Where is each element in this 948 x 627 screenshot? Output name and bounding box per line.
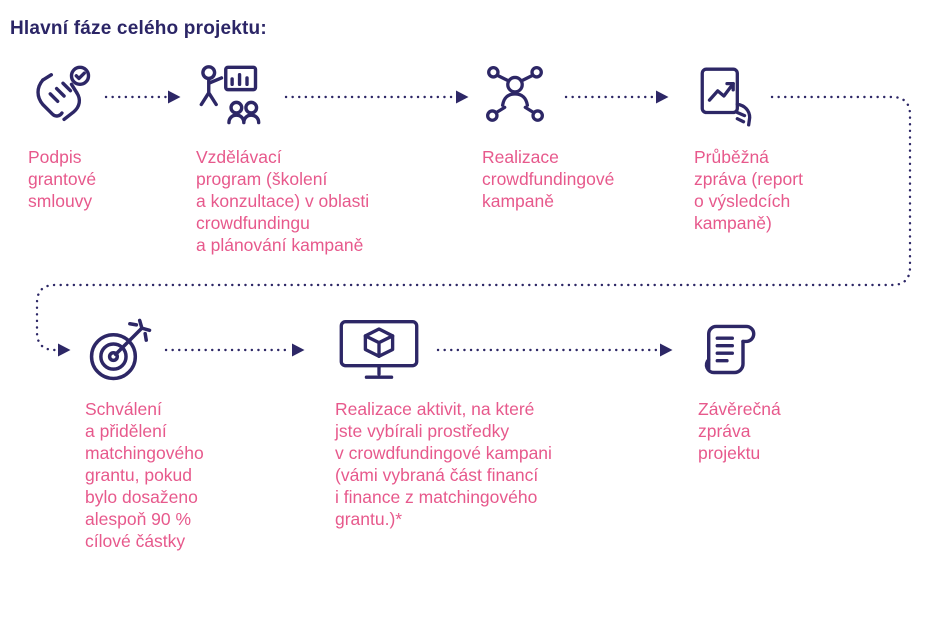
phase-3-label: Realizace crowdfundingové kampaně xyxy=(482,147,615,211)
training-presentation-icon xyxy=(196,62,369,146)
monitor-package-icon xyxy=(335,314,552,398)
phase-1-label: Podpis grantové smlouvy xyxy=(28,147,97,211)
phase-3: Realizace crowdfundingové kampaně xyxy=(482,62,614,212)
phase-6-label: Realizace aktivit, na které jste vybíral… xyxy=(335,399,552,529)
contract-signing-handshake-icon xyxy=(28,62,98,146)
phase-5-label: Schválení a přidělení matchingového gran… xyxy=(85,399,204,551)
phase-5: Schválení a přidělení matchingového gran… xyxy=(85,314,204,552)
network-people-icon xyxy=(482,62,614,146)
phase-2-label: Vzdělávací program (školení a konzultace… xyxy=(196,147,370,255)
phase-7-label: Závěrečná zpráva projektu xyxy=(698,399,781,463)
phase-2: Vzdělávací program (školení a konzultace… xyxy=(196,62,369,256)
phase-4-label: Průběžná zpráva (report o výsledcích kam… xyxy=(694,147,803,233)
phase-6: Realizace aktivit, na které jste vybíral… xyxy=(335,314,552,530)
page-title: Hlavní fáze celého projektu: xyxy=(10,18,267,39)
phase-4: Průběžná zpráva (report o výsledcích kam… xyxy=(694,62,803,234)
scroll-report-icon xyxy=(698,314,781,398)
phase-7: Závěrečná zpráva projektu xyxy=(698,314,781,464)
report-chart-hand-icon xyxy=(694,62,803,146)
phase-1: Podpis grantové smlouvy xyxy=(28,62,98,212)
target-dart-icon xyxy=(85,314,204,398)
